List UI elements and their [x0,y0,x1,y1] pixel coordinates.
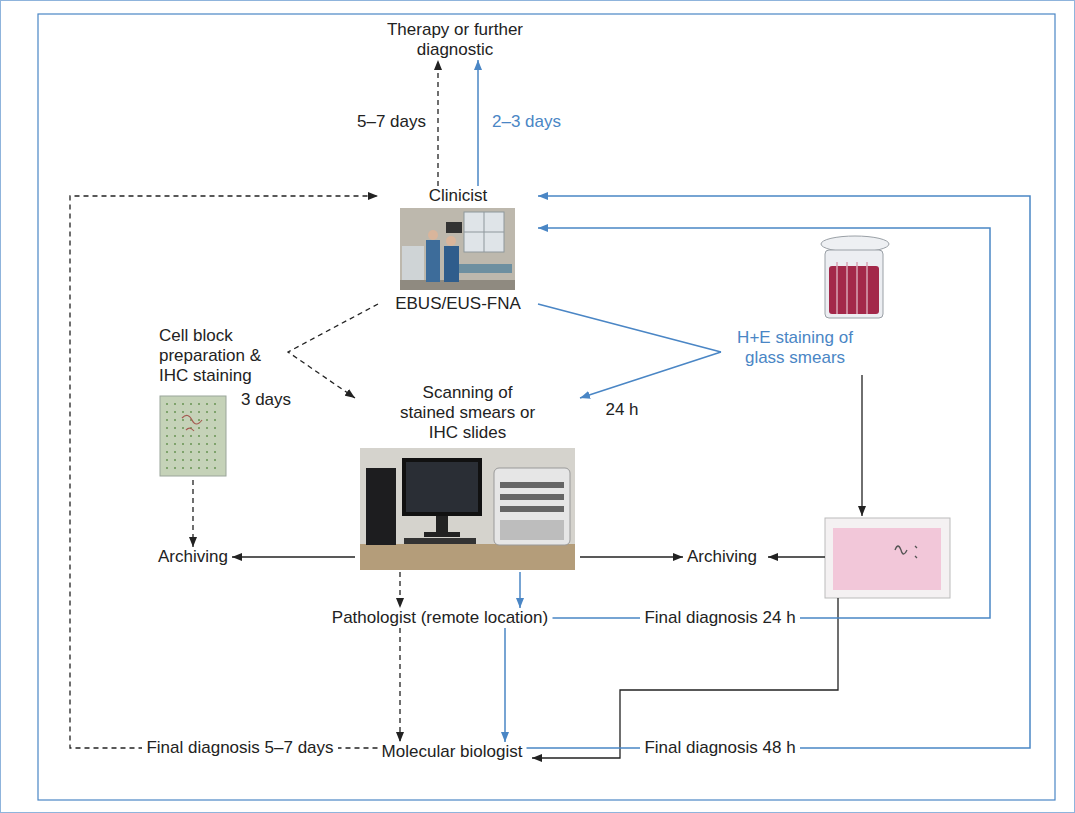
slide-scanner [494,468,570,545]
scanning-node: Scanning of stained smears or IHC slides [355,383,580,572]
connector [437,60,438,186]
biologist-node: Molecular biologist [378,742,527,762]
figure [426,240,440,282]
connector [399,628,400,742]
connector [527,196,1031,748]
slide-to-archive-arrow [768,556,825,557]
node-text: Molecular biologist [382,742,523,762]
node-text: Cell block preparation & IHC staining [159,326,284,386]
connector [399,572,400,608]
staining-node: H+E staining of glass smears [721,328,869,368]
cell-block-photo [160,396,226,476]
jar-to-slide-arrow [861,375,862,516]
archive-node: Archiving [154,547,232,567]
head [446,236,456,246]
scanner-slot [500,482,564,488]
panel-frame [38,14,1055,800]
scanner-workstation-photo [360,448,575,570]
connector [538,304,721,352]
keyboard [404,538,476,544]
staining-jar [821,236,889,318]
slide-rack [837,262,867,314]
tissue-mark [182,415,202,431]
slide-handwriting [895,546,917,558]
outcome-node: Therapy or further diagnostic [366,20,544,60]
connector [232,556,355,557]
connector [477,60,479,186]
endoscopy-room-photo [400,208,515,290]
desk [360,544,575,570]
cabinet [402,246,424,282]
edge-label: Final diagnosis 48 h [640,738,799,758]
figure [444,246,459,282]
smear [833,528,941,590]
photo-ground [360,448,575,570]
monitor-stand [436,516,448,532]
window [464,212,504,252]
node-text: EBUS/EUS-FNA [395,294,521,314]
photo-ground [400,208,515,290]
slide-glass [825,518,950,598]
node-text: Clinicist [429,186,488,206]
edge-label: Final diagnosis 24 h [640,608,799,628]
node-text: Scanning of stained smears or IHC slides [398,383,538,443]
monitor-base [424,532,460,537]
edge-label: 5–7 days [353,112,430,132]
node-text: Pathologist (remote location) [332,608,548,628]
edge-label: 24 h [601,400,642,420]
edge-label: Final diagnosis 5–7 days [142,738,337,758]
pc-tower [366,468,396,545]
screen [406,462,478,512]
connector [538,228,990,618]
edge-label: 3 days [237,390,295,410]
connector [288,304,378,398]
node-text: Archiving [158,547,228,567]
window-frame [464,212,504,252]
node-text: Archiving [687,547,757,567]
connector [504,628,506,742]
connector [192,480,193,547]
monitor [402,458,482,516]
bed [458,264,512,273]
edge-label: 2–3 days [488,112,565,132]
scanner-front [500,520,564,540]
node-text: Therapy or further diagnostic [370,20,540,60]
connector [70,196,378,748]
connector [519,572,521,608]
monitor [446,222,462,233]
scanner-slot [500,494,564,500]
jar-body [825,250,883,318]
node-text: H+E staining of glass smears [725,328,865,368]
head [428,230,438,240]
clinician-node: ClinicistEBUS/EUS-FNA [378,186,538,316]
cassette [160,396,226,476]
scanner-slot [500,506,564,512]
pathologist-node: Pathologist (remote location) [328,608,553,628]
connector [580,352,721,398]
slide-to-biologist-arrow [532,598,838,758]
connector [580,556,683,557]
archive-node: Archiving [683,547,761,567]
cassette-grid [166,404,220,468]
glass-slide [825,518,950,598]
